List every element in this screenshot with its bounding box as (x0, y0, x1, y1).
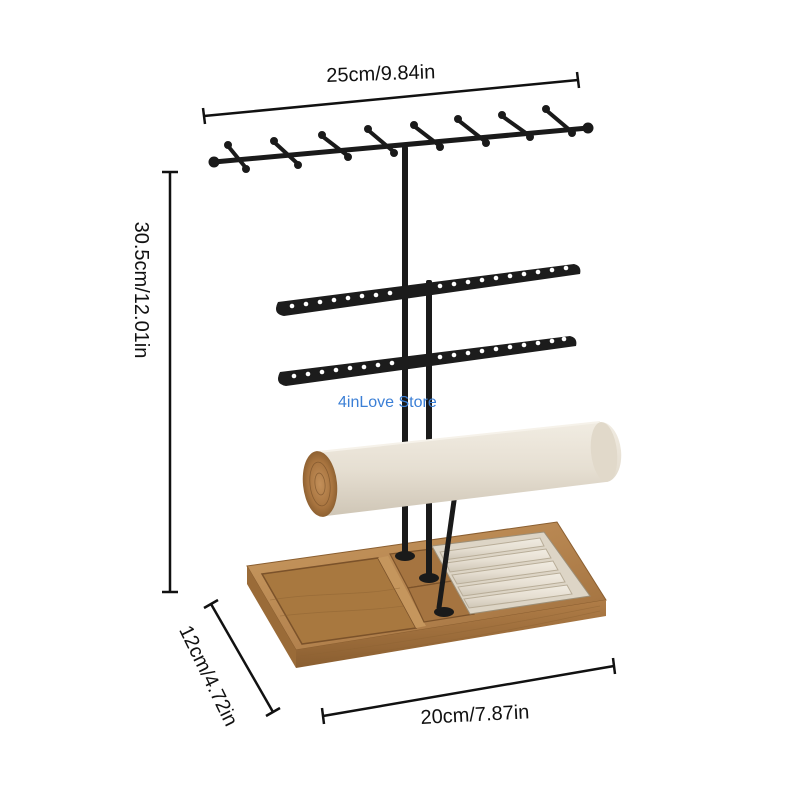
width-dimension-label: 25cm/9.84in (325, 61, 436, 87)
depth-dimension-line (203, 598, 281, 718)
width-dimension-line (201, 71, 581, 125)
necklace-hook-bar (208, 105, 594, 173)
store-watermark: 4inLove Store (338, 394, 437, 411)
base-width-dimension-label: 20cm/7.87in (419, 701, 530, 729)
earring-bar-upper (276, 264, 581, 316)
height-dimension-label: 30.5cm/12.01in (130, 221, 152, 359)
base-width-dimension-line (320, 657, 617, 725)
ring-rolls (439, 537, 573, 609)
earring-bar-lower (278, 336, 577, 386)
height-dimension-line (162, 170, 178, 594)
bracelet-bar (302, 421, 622, 517)
